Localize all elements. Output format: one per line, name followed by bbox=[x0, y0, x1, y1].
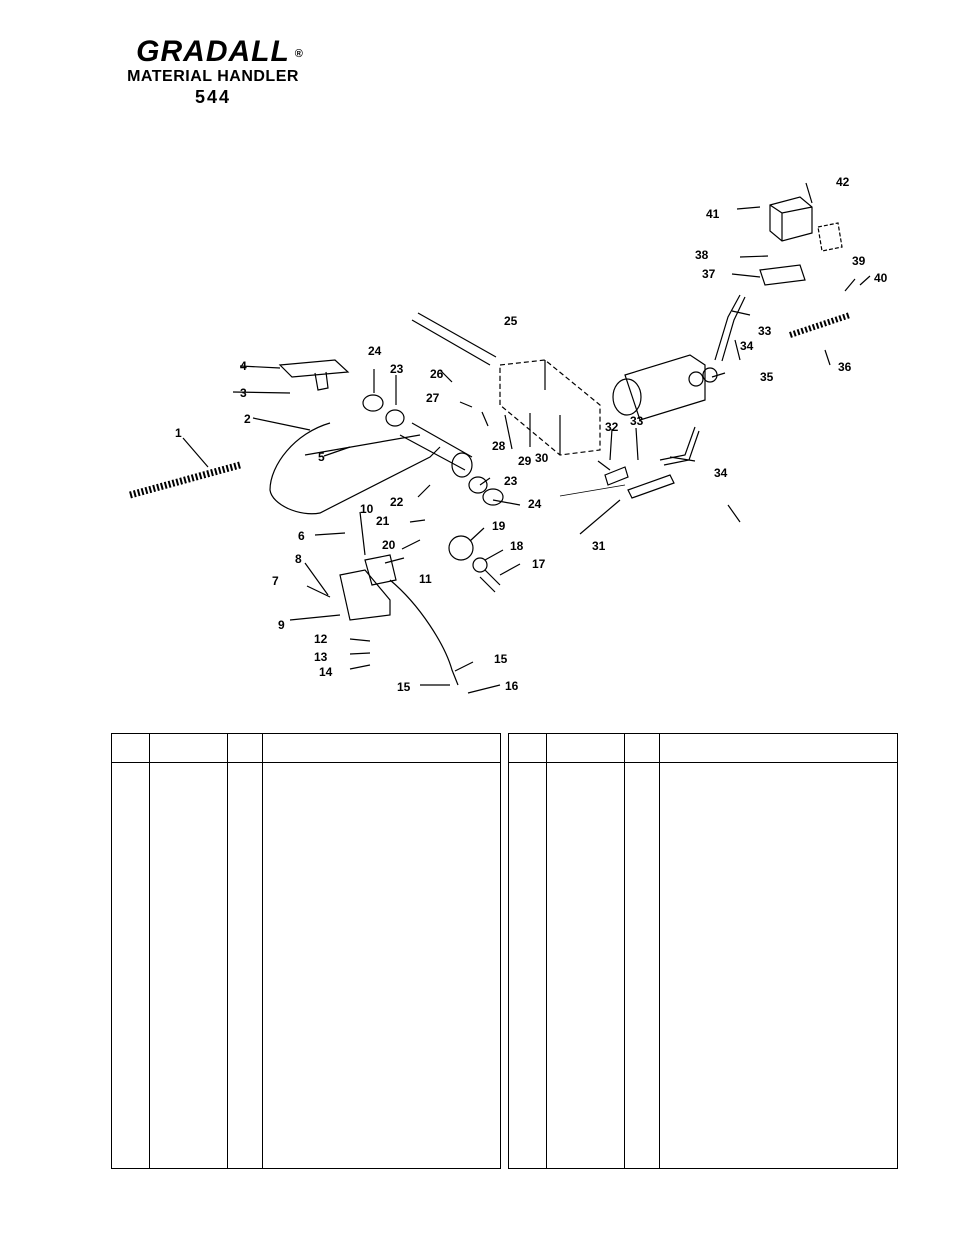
callout-37: 37 bbox=[702, 267, 716, 281]
parts-table-right bbox=[508, 733, 898, 1169]
callout-25: 25 bbox=[504, 314, 518, 328]
callout-22: 22 bbox=[390, 495, 404, 509]
column-divider bbox=[227, 734, 228, 1168]
mount-bracket-part bbox=[499, 359, 601, 456]
callout-33a: 33 bbox=[630, 414, 644, 428]
callout-24a: 24 bbox=[368, 344, 382, 358]
column-divider bbox=[149, 734, 150, 1168]
callout-29: 29 bbox=[518, 454, 532, 468]
callout-41: 41 bbox=[706, 207, 720, 221]
column-divider bbox=[262, 734, 263, 1168]
brand-name: GRADALL bbox=[136, 35, 290, 68]
callout-31: 31 bbox=[592, 539, 606, 553]
callout-4: 4 bbox=[240, 359, 247, 373]
registered-mark: ® bbox=[294, 48, 304, 60]
pedal-arm-part bbox=[269, 422, 441, 515]
cube-part bbox=[769, 196, 813, 242]
callout-26: 26 bbox=[430, 367, 444, 381]
plate-part bbox=[278, 359, 350, 391]
column-divider bbox=[546, 734, 547, 1168]
rod-part bbox=[411, 312, 497, 366]
callout-21: 21 bbox=[376, 514, 390, 528]
callout-5: 5 bbox=[318, 450, 325, 464]
callout-34a: 34 bbox=[740, 339, 754, 353]
callout-6: 6 bbox=[298, 529, 305, 543]
callout-32: 32 bbox=[605, 420, 619, 434]
callout-10: 10 bbox=[360, 502, 374, 516]
clip-part bbox=[627, 474, 675, 499]
callout-16: 16 bbox=[505, 679, 519, 693]
callout-2: 2 bbox=[244, 412, 251, 426]
spring-part bbox=[129, 461, 241, 499]
callout-12: 12 bbox=[314, 632, 328, 646]
callout-1: 1 bbox=[175, 426, 182, 440]
callout-11: 11 bbox=[419, 572, 432, 586]
callout-28: 28 bbox=[492, 439, 506, 453]
callout-14: 14 bbox=[319, 665, 333, 679]
diagram-svg: 1 2 3 4 5 6 7 8 9 10 11 12 13 14 15 15 1… bbox=[129, 175, 888, 694]
callout-35: 35 bbox=[760, 370, 774, 384]
callout-3: 3 bbox=[240, 386, 247, 400]
callout-24b: 24 bbox=[528, 497, 542, 511]
switch-part bbox=[364, 554, 397, 586]
callout-36: 36 bbox=[838, 360, 852, 374]
callout-8: 8 bbox=[295, 552, 302, 566]
parts-table-header bbox=[509, 734, 897, 763]
model-number: 544 bbox=[194, 87, 232, 107]
product-subtitle: MATERIAL HANDLER bbox=[127, 68, 299, 85]
brand-logo: GRADALL ® bbox=[136, 35, 303, 68]
callout-40: 40 bbox=[874, 271, 888, 285]
callout-30: 30 bbox=[535, 451, 549, 465]
callout-20: 20 bbox=[382, 538, 396, 552]
tube-part bbox=[714, 294, 746, 362]
clevis-part bbox=[604, 466, 629, 486]
callout-9: 9 bbox=[278, 618, 285, 632]
callout-23a: 23 bbox=[390, 362, 404, 376]
callout-13: 13 bbox=[314, 650, 328, 664]
callout-33b: 33 bbox=[758, 324, 772, 338]
callout-38: 38 bbox=[695, 248, 709, 262]
callout-23b: 23 bbox=[504, 474, 518, 488]
lower-bracket-part bbox=[339, 569, 391, 621]
callout-42: 42 bbox=[836, 175, 850, 189]
right-spring-part bbox=[789, 312, 851, 338]
callout-34b: 34 bbox=[714, 466, 728, 480]
exploded-parts-diagram: 1 2 3 4 5 6 7 8 9 10 11 12 13 14 15 15 1… bbox=[100, 165, 900, 725]
column-divider bbox=[624, 734, 625, 1168]
parts-table-header bbox=[112, 734, 500, 763]
block-part bbox=[759, 264, 806, 286]
callout-18: 18 bbox=[510, 539, 524, 553]
column-divider bbox=[659, 734, 660, 1168]
cable-part bbox=[389, 579, 459, 686]
callout-17: 17 bbox=[532, 557, 546, 571]
callout-27: 27 bbox=[426, 391, 440, 405]
parts-table-left bbox=[111, 733, 501, 1169]
pivot-tube-part bbox=[399, 422, 473, 471]
callout-39: 39 bbox=[852, 254, 866, 268]
callout-7: 7 bbox=[272, 574, 279, 588]
cylinder-part bbox=[624, 354, 706, 421]
callout-15a: 15 bbox=[397, 680, 411, 694]
document-header: GRADALL ® MATERIAL HANDLER 544 bbox=[108, 36, 318, 108]
callout-15b: 15 bbox=[494, 652, 508, 666]
callout-19: 19 bbox=[492, 519, 506, 533]
